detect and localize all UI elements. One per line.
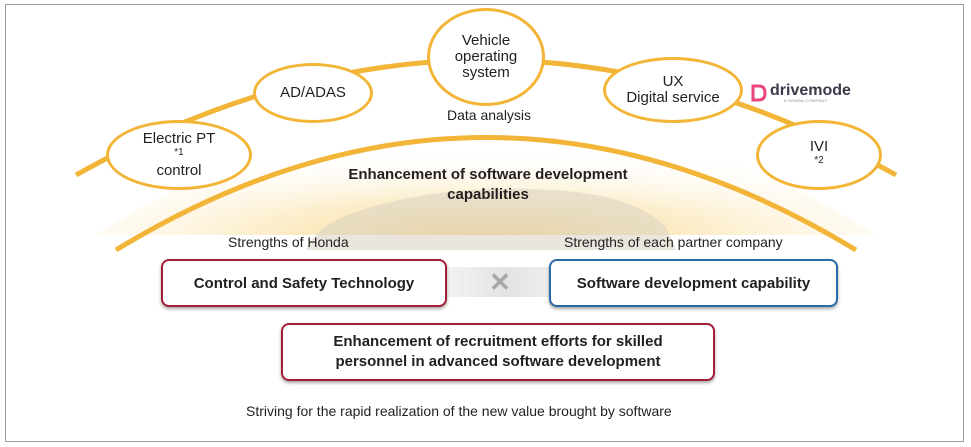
diagram-frame: Electric PT*1 control AD/ADAS Vehicle op… xyxy=(5,4,964,442)
drivemode-mark-icon xyxy=(751,84,767,102)
vehicle-os-line3: system xyxy=(462,64,510,81)
footnote-1: *1 xyxy=(174,147,184,158)
drivemode-logo: drivemode A HONDA COMPANY xyxy=(751,83,851,103)
drivemode-wordmark: drivemode xyxy=(770,82,851,99)
strengths-honda-label: Strengths of Honda xyxy=(228,234,349,250)
ad-adas-label: AD/ADAS xyxy=(280,84,346,101)
electric-pt-line2: control xyxy=(156,162,202,179)
vehicle-os-line1: Vehicle xyxy=(461,32,511,49)
ivi-label: IVI xyxy=(809,138,829,155)
times-icon: ✕ xyxy=(489,267,511,297)
ux-digital-service-oval: UX Digital service xyxy=(603,57,743,123)
footnote-2: *2 xyxy=(814,155,824,166)
strengths-partner-label: Strengths of each partner company xyxy=(564,234,783,250)
ivi-oval: IVI*2 xyxy=(756,120,882,190)
inner-arc xyxy=(114,135,858,253)
ux-line2: Digital service xyxy=(626,89,720,106)
data-analysis-label: Data analysis xyxy=(447,107,532,123)
drivemode-tagline: A HONDA COMPANY xyxy=(784,98,828,103)
vehicle-os-line2: operating xyxy=(454,48,518,65)
software-capability-box: Software development capability xyxy=(549,259,838,307)
glow-area xyxy=(96,110,876,235)
recruitment-label: Enhancement of recruitment efforts for s… xyxy=(333,333,663,370)
electric-pt-control-oval: Electric PT*1 control xyxy=(106,120,252,190)
electric-pt-label: Electric PT xyxy=(142,130,216,147)
control-safety-box: Control and Safety Technology xyxy=(161,259,447,307)
vehicle-os-oval: Vehicle operating system xyxy=(427,8,545,106)
software-capability-label: Software development capability xyxy=(576,274,811,292)
ux-line1: UX xyxy=(662,73,684,90)
footer-statement: Striving for the rapid realization of th… xyxy=(246,403,672,419)
control-safety-label: Control and Safety Technology xyxy=(193,274,415,292)
ad-adas-oval: AD/ADAS xyxy=(253,63,373,123)
recruitment-box: Enhancement of recruitment efforts for s… xyxy=(281,323,715,381)
enhancement-software-title: Enhancement of software development capa… xyxy=(348,166,628,203)
car-silhouette xyxy=(306,188,676,250)
